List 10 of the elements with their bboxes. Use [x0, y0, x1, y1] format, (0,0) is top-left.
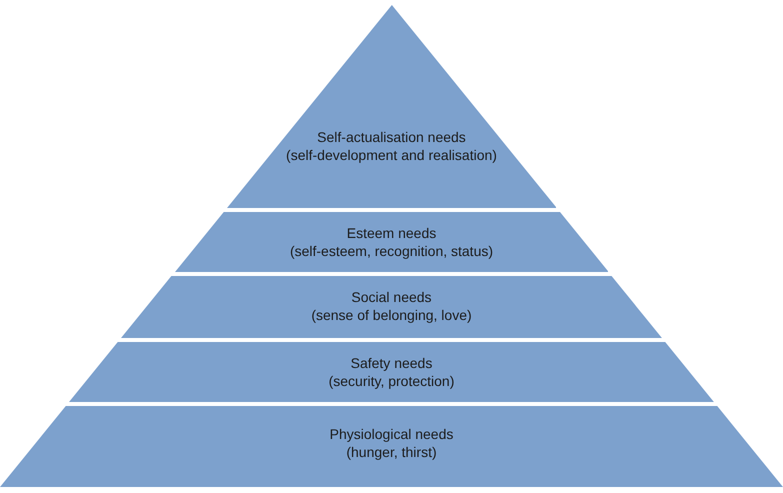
level-description: (sense of belonging, love) [311, 306, 472, 324]
level-description: (self-esteem, recognition, status) [290, 242, 494, 260]
level-title: Social needs [351, 288, 432, 306]
level-description: (self-development and realisation) [286, 146, 497, 164]
level-description: (security, protection) [328, 372, 454, 390]
level-description: (hunger, thirst) [346, 443, 437, 461]
level-title: Self-actualisation needs [317, 128, 466, 146]
level-title: Physiological needs [330, 425, 454, 443]
level-title: Esteem needs [346, 224, 436, 242]
level-title: Safety needs [350, 354, 432, 372]
